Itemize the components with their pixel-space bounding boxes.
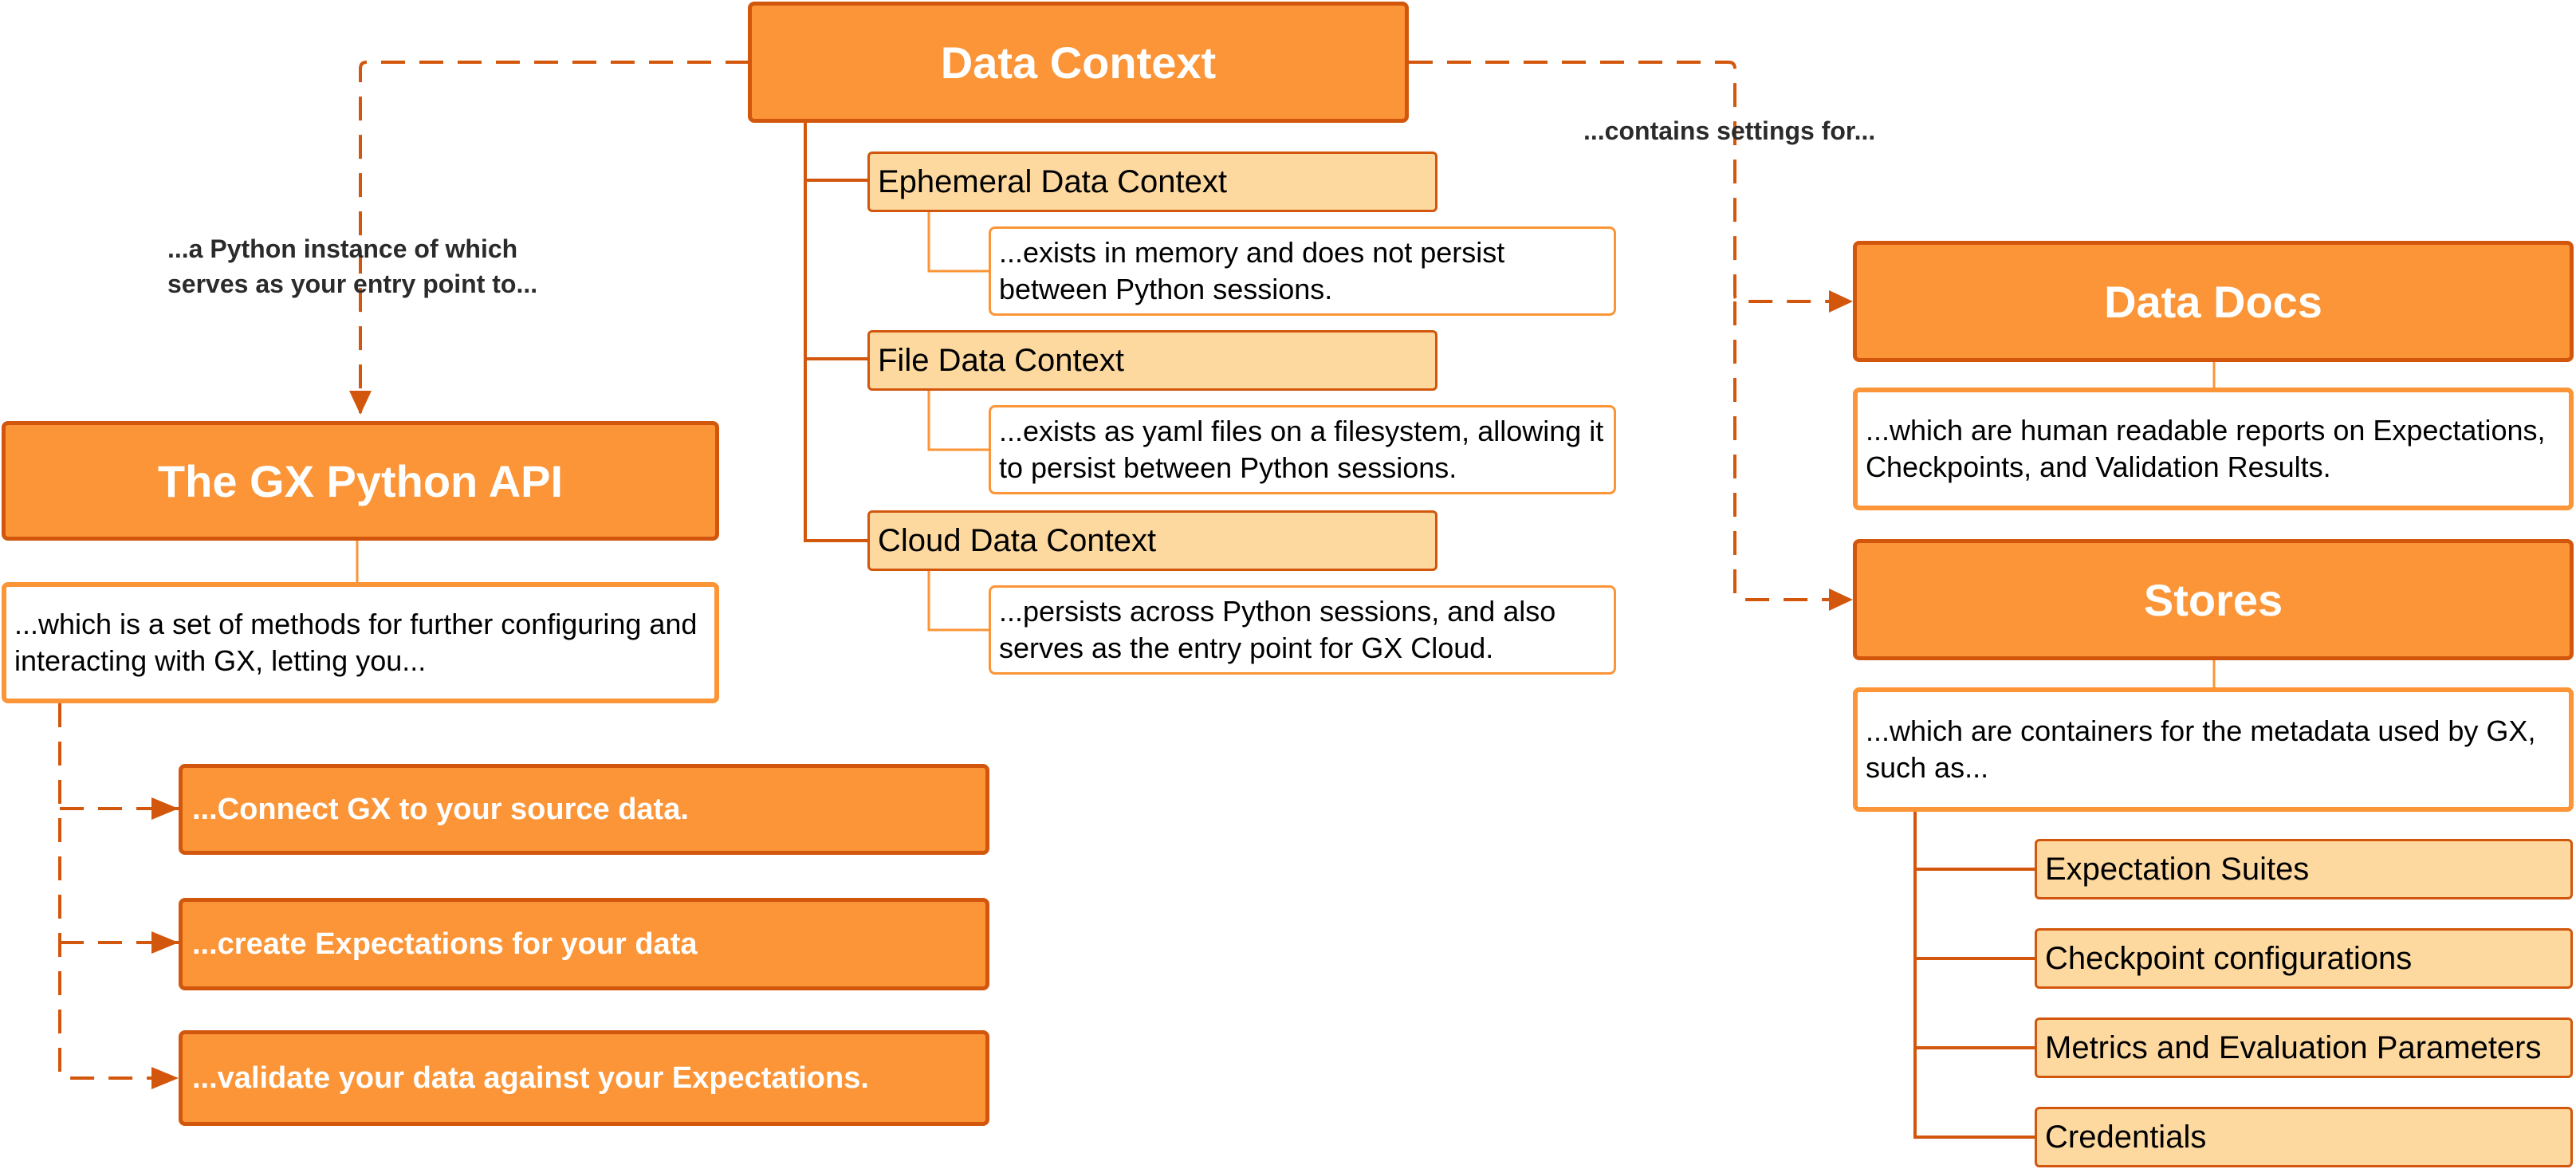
data-docs-description-text: ...which are human readable reports on E… xyxy=(1866,414,2546,483)
entry-point-edge-label: ...a Python instance of which serves as … xyxy=(167,231,582,301)
store-item-credentials-text: Credentials xyxy=(2045,1119,2207,1155)
action-create-expectations-text: ...create Expectations for your data xyxy=(192,927,698,961)
stores-node: Stores xyxy=(1853,539,2574,660)
ephemeral-context-description-text: ...exists in memory and does not persist… xyxy=(999,236,1505,305)
settings-edge-label: ...contains settings for... xyxy=(1583,113,1875,148)
arrowhead-action-3 xyxy=(151,1067,179,1089)
file-context-title: File Data Context xyxy=(878,342,1125,378)
data-docs-title: Data Docs xyxy=(2104,276,2322,327)
data-docs-node: Data Docs xyxy=(1853,241,2574,362)
arrowhead-action-1 xyxy=(151,797,179,820)
file-context-description: ...exists as yaml files on a filesystem,… xyxy=(989,405,1616,494)
data-docs-description: ...which are human readable reports on E… xyxy=(1853,388,2574,510)
python-api-title: The GX Python API xyxy=(157,455,564,506)
connector-ephemeral-desc xyxy=(927,211,989,273)
connector-api-actions xyxy=(58,703,179,1080)
action-validate-data: ...validate your data against your Expec… xyxy=(179,1030,989,1126)
connector-context-to-api xyxy=(349,61,749,415)
store-item-metrics-evaluation-parameters: Metrics and Evaluation Parameters xyxy=(2035,1017,2573,1078)
action-validate-data-text: ...validate your data against your Expec… xyxy=(192,1061,869,1095)
connector-context-to-docs xyxy=(1409,61,1853,313)
cloud-context-description: ...persists across Python sessions, and … xyxy=(989,585,1616,675)
arrowhead-action-2 xyxy=(151,931,179,954)
store-item-checkpoint-configurations-text: Checkpoint configurations xyxy=(2045,940,2413,976)
stores-description-text: ...which are containers for the metadata… xyxy=(1866,714,2536,784)
action-create-expectations: ...create Expectations for your data xyxy=(179,898,989,990)
stores-title: Stores xyxy=(2143,574,2283,625)
store-item-checkpoint-configurations: Checkpoint configurations xyxy=(2035,928,2573,989)
settings-edge-label-text: ...contains settings for... xyxy=(1583,116,1876,145)
data-context-title: Data Context xyxy=(940,37,1217,88)
entry-point-edge-label-text: ...a Python instance of which serves as … xyxy=(167,234,538,298)
cloud-context-node: Cloud Data Context xyxy=(867,510,1437,571)
ephemeral-context-node: Ephemeral Data Context xyxy=(867,152,1437,212)
connector-context-to-stores xyxy=(1733,301,1853,611)
store-item-metrics-evaluation-parameters-text: Metrics and Evaluation Parameters xyxy=(2045,1029,2542,1065)
data-context-node: Data Context xyxy=(748,2,1409,123)
python-api-description: ...which is a set of methods for further… xyxy=(2,582,719,703)
store-item-expectation-suites-text: Expectation Suites xyxy=(2045,851,2310,887)
file-context-node: File Data Context xyxy=(867,330,1437,391)
connector-cloud-desc xyxy=(927,569,989,632)
ephemeral-context-title: Ephemeral Data Context xyxy=(878,163,1228,199)
connector-stores-tree xyxy=(1913,812,2035,1139)
store-item-credentials: Credentials xyxy=(2035,1107,2573,1167)
ephemeral-context-description: ...exists in memory and does not persist… xyxy=(989,226,1616,316)
connector-context-tree xyxy=(804,121,867,542)
python-api-description-text: ...which is a set of methods for further… xyxy=(14,608,698,677)
cloud-context-description-text: ...persists across Python sessions, and … xyxy=(999,595,1556,664)
python-api-node: The GX Python API xyxy=(2,421,719,541)
connector-file-desc xyxy=(927,391,989,451)
cloud-context-title: Cloud Data Context xyxy=(878,522,1157,558)
action-connect-source-data: ...Connect GX to your source data. xyxy=(179,764,989,855)
store-item-expectation-suites: Expectation Suites xyxy=(2035,839,2573,899)
stores-description: ...which are containers for the metadata… xyxy=(1853,687,2574,812)
file-context-description-text: ...exists as yaml files on a filesystem,… xyxy=(999,415,1604,484)
action-connect-source-data-text: ...Connect GX to your source data. xyxy=(192,792,689,826)
